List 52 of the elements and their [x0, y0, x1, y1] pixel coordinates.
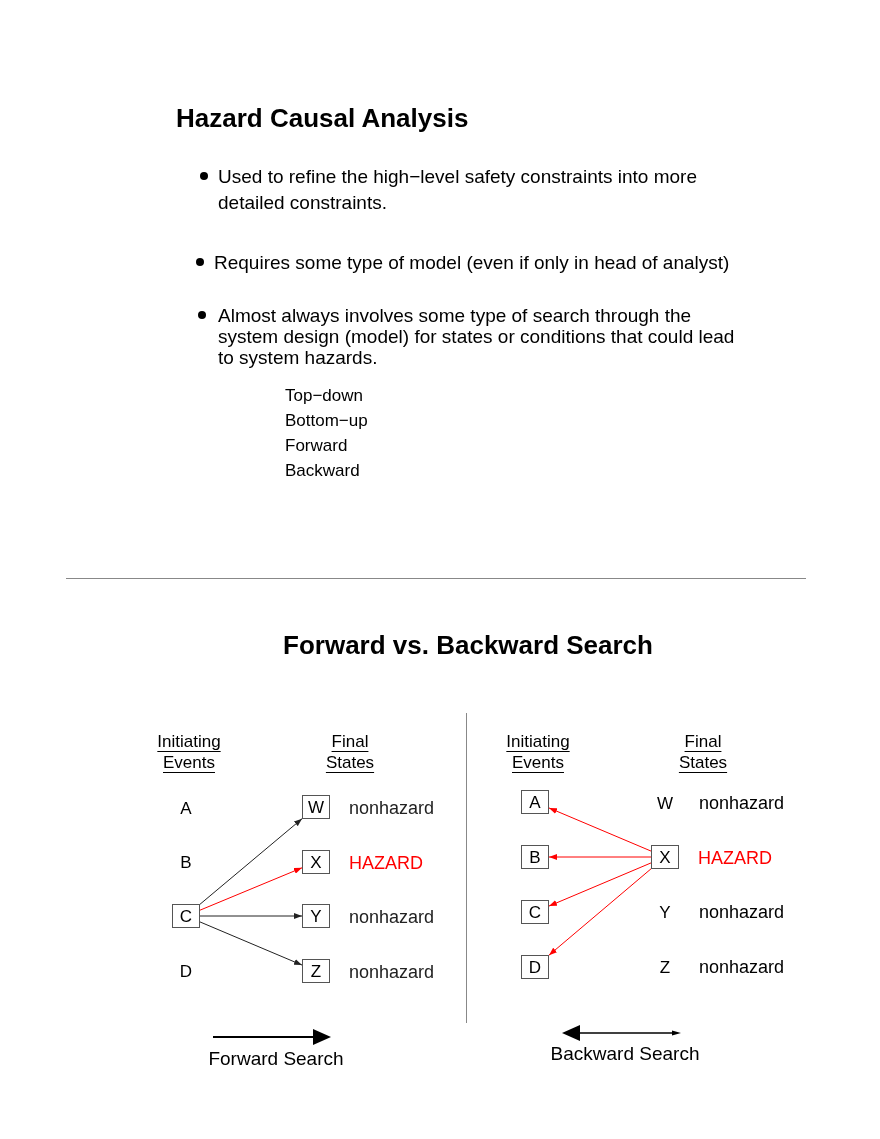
- state-label: nonhazard: [349, 798, 435, 819]
- section-heading: Forward vs. Backward Search: [283, 630, 653, 661]
- node-label: W: [656, 794, 673, 812]
- arrow: [199, 867, 303, 911]
- node-label: C: [528, 903, 542, 921]
- state-box: [521, 790, 549, 814]
- state-label: nonhazard: [699, 902, 785, 923]
- node-label: B: [180, 853, 192, 871]
- state-label: HAZARD: [349, 853, 423, 874]
- node-label: D: [528, 958, 542, 976]
- state-box: [521, 845, 549, 869]
- node-label: C: [179, 907, 193, 925]
- arrow: [199, 818, 303, 905]
- state-label: nonhazard: [349, 907, 435, 928]
- node-label: A: [529, 793, 541, 811]
- column-header: Initiating Events: [156, 731, 222, 773]
- list-item: Bottom−up: [285, 411, 368, 431]
- list-item: Top−down: [285, 386, 363, 406]
- page-title: Hazard Causal Analysis: [176, 103, 469, 134]
- arrow: [548, 854, 652, 860]
- arrow-caption: Backward Search: [550, 1043, 700, 1065]
- column-header: Final States: [324, 731, 376, 773]
- state-label: HAZARD: [698, 848, 772, 869]
- arrow: [199, 913, 303, 919]
- node-label: X: [310, 853, 322, 871]
- arrow: [548, 868, 652, 956]
- arrow: [199, 921, 303, 966]
- arrow-caption: Forward Search: [208, 1048, 344, 1070]
- state-label: nonhazard: [349, 962, 435, 983]
- list-item: Forward: [285, 436, 348, 456]
- bullet-text: Almost always involves some type of search through the system design (model) for states or conditions that could lead to system hazards.: [218, 305, 736, 368]
- node-label: Z: [310, 962, 322, 980]
- node-label: W: [307, 798, 324, 816]
- node-label: D: [179, 962, 193, 980]
- arrow: [548, 862, 652, 907]
- column-header: Final States: [677, 731, 729, 773]
- arrow: [548, 807, 652, 852]
- node-label: X: [659, 848, 671, 866]
- state-label: nonhazard: [699, 793, 785, 814]
- list-item: Backward: [285, 461, 360, 481]
- node-label: Y: [310, 907, 322, 925]
- state-label: nonhazard: [699, 957, 785, 978]
- column-header: Initiating Events: [505, 731, 571, 773]
- state-box: [521, 955, 549, 979]
- node-label: Z: [659, 958, 671, 976]
- node-label: Y: [659, 903, 671, 921]
- node-label: A: [180, 799, 192, 817]
- node-label: B: [529, 848, 541, 866]
- state-box: [521, 900, 549, 924]
- bullet-text: Requires some type of model (even if only in head of analyst): [214, 251, 731, 275]
- bullet-text: Used to refine the high−level safety constraints into more detailed constraints.: [218, 165, 698, 215]
- state-box: [172, 904, 200, 928]
